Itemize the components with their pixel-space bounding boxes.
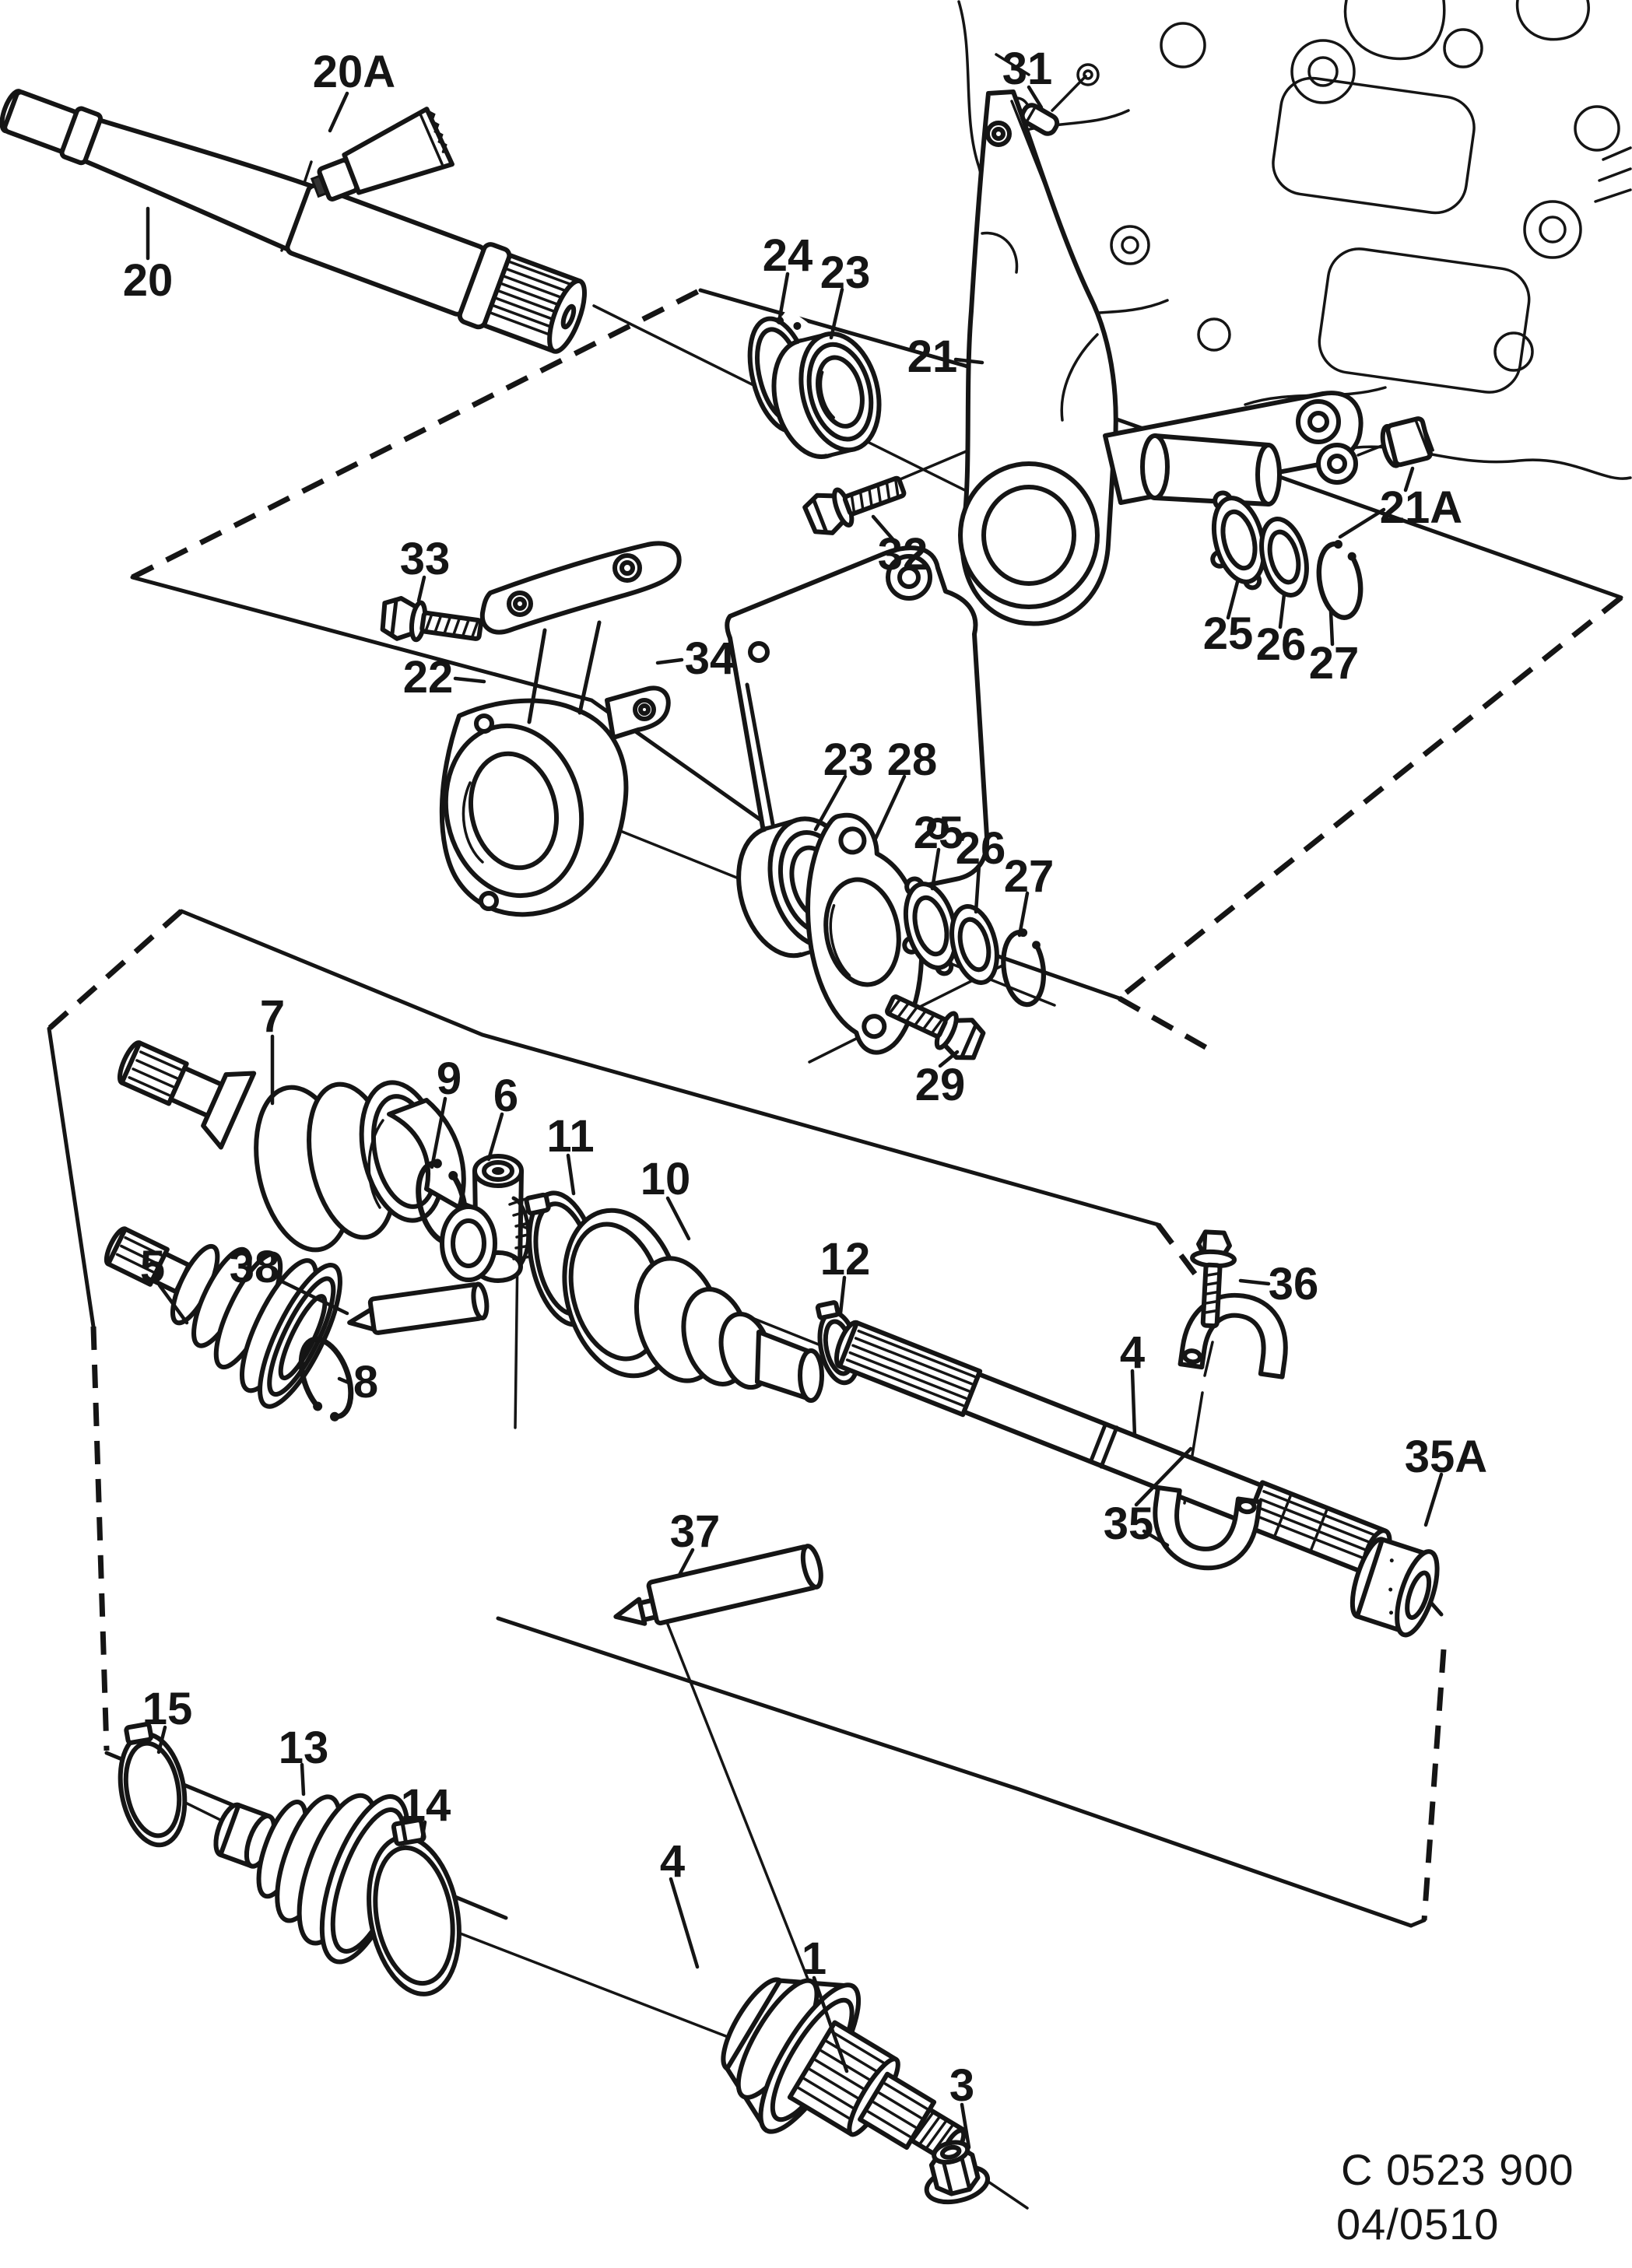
callout-6: 6 [493, 1071, 518, 1121]
callout-20a: 20A [313, 47, 395, 97]
bolt-32 [802, 467, 908, 538]
drive-shaft-4 [834, 1320, 1392, 1577]
callout-35a: 35A [1405, 1432, 1487, 1482]
boot-clamp-15 [118, 1722, 188, 1848]
bearing-flange-28 [805, 812, 925, 1055]
callout-11: 11 [546, 1111, 594, 1162]
callout-29: 29 [915, 1060, 966, 1110]
circlip-27-upper [1313, 538, 1367, 621]
callout-21a: 21A [1380, 482, 1462, 533]
callout-13: 13 [279, 1723, 329, 1773]
callout-1: 1 [802, 1933, 827, 1984]
grease-tube-20a [310, 107, 455, 202]
ring-26-lower [945, 902, 1005, 987]
callout-14: 14 [401, 1780, 451, 1831]
callout-10: 10 [641, 1154, 691, 1204]
callout-23-lower: 23 [823, 734, 874, 785]
callout-25-lower: 25 [914, 808, 964, 858]
callout-35: 35 [1104, 1499, 1154, 1549]
callout-26-upper: 26 [1256, 619, 1307, 670]
callout-15: 15 [142, 1684, 193, 1734]
bolt-33 [380, 596, 483, 650]
drive-shaft-20 [0, 89, 587, 354]
callout-7: 7 [260, 991, 285, 1042]
callout-3: 3 [949, 2060, 974, 2111]
callout-21: 21 [907, 331, 958, 382]
damper-35a [1349, 1537, 1440, 1638]
callout-4-shaft: 4 [1120, 1327, 1145, 1378]
leader-lines [146, 85, 1444, 2150]
inner-cv-joint-7 [117, 1040, 466, 1253]
callout-27-lower: 27 [1004, 851, 1055, 902]
callout-37: 37 [670, 1506, 721, 1557]
dowel-pin-31 [1020, 103, 1060, 136]
callout-24: 24 [763, 230, 813, 281]
edition-code: 04/0510 [1336, 2200, 1499, 2249]
bearing-23-upper [771, 331, 882, 460]
boot-clamp-14 [367, 1818, 462, 1996]
callout-31: 31 [1002, 44, 1053, 94]
callout-36: 36 [1269, 1259, 1319, 1309]
hub-nut-3 [924, 2140, 991, 2205]
bearing-bracket-21 [958, 89, 1364, 626]
callout-8: 8 [353, 1357, 378, 1407]
callout-23-upper: 23 [820, 247, 871, 298]
bolt-36 [1190, 1229, 1237, 1329]
callout-26-lower: 26 [956, 823, 1006, 874]
bushing-21a [1380, 416, 1434, 468]
callout-4-bottom: 4 [660, 1836, 685, 1887]
callout-12: 12 [820, 1234, 871, 1285]
callout-9: 9 [437, 1053, 462, 1104]
circlip-8 [291, 1333, 361, 1427]
catalog-code: C 0523 900 [1341, 2145, 1574, 2194]
callout-22: 22 [403, 652, 454, 703]
callout-5: 5 [140, 1242, 165, 1292]
clamp-half-35-lower [1153, 1485, 1262, 1571]
callout-27-upper: 27 [1309, 638, 1360, 689]
cv-boot-10 [562, 1208, 824, 1403]
callout-28: 28 [887, 734, 938, 785]
callout-25-upper: 25 [1203, 608, 1254, 659]
callout-38: 38 [230, 1242, 280, 1292]
bracket-22 [439, 541, 682, 917]
drift-pin-37 [613, 1544, 823, 1626]
ring-26-upper [1255, 514, 1314, 600]
callout-20: 20 [123, 255, 174, 306]
callout-34: 34 [685, 633, 735, 684]
callout-33: 33 [400, 534, 451, 584]
drift-pin-38 [347, 1281, 490, 1335]
tripod-6 [440, 1154, 537, 1283]
callout-32: 32 [878, 529, 928, 580]
